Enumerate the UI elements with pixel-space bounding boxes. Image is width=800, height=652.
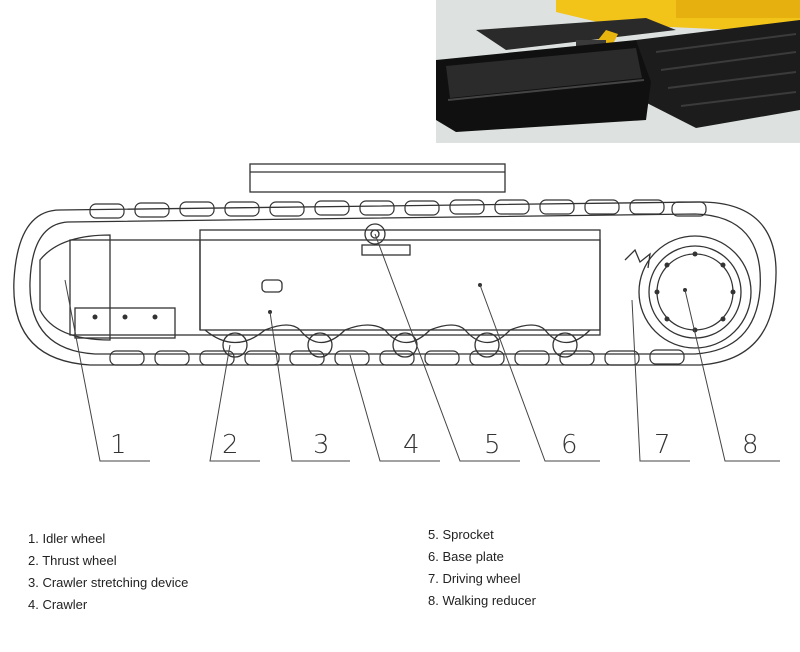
- callout-2: 2: [222, 430, 239, 460]
- callout-4: 4: [403, 430, 420, 460]
- legend-item-crawler: 4. Crawler: [28, 597, 88, 612]
- legend-item-thrust-wheel: 2. Thrust wheel: [28, 553, 117, 568]
- legend-item-sprocket: 5. Sprocket: [428, 527, 494, 542]
- legend-item-base-plate: 6. Base plate: [428, 549, 504, 564]
- legend-item-driving-wheel: 7. Driving wheel: [428, 571, 521, 586]
- callout-3: 3: [313, 430, 330, 460]
- crawler-diagram: [0, 150, 800, 480]
- undercarriage-photo: [436, 0, 800, 143]
- crawler-drawing: [13, 163, 780, 462]
- legend-right: 5. Sprocket 6. Base plate 7. Driving whe…: [428, 524, 536, 612]
- callout-7: 7: [654, 430, 671, 460]
- callout-6: 6: [561, 430, 578, 460]
- legend-left: 1. Idler wheel 2. Thrust wheel 3. Crawle…: [28, 528, 188, 616]
- legend-item-walking-reducer: 8. Walking reducer: [428, 593, 536, 608]
- callout-5: 5: [484, 430, 501, 460]
- callout-8: 8: [742, 430, 759, 460]
- legend-item-idler-wheel: 1. Idler wheel: [28, 531, 106, 546]
- undercarriage-photo-drawing: [436, 0, 800, 143]
- legend-item-crawler-stretching-device: 3. Crawler stretching device: [28, 575, 189, 590]
- callout-1: 1: [110, 430, 127, 460]
- callout-labels: 1 2 3 4 5 6 7 8: [0, 430, 800, 470]
